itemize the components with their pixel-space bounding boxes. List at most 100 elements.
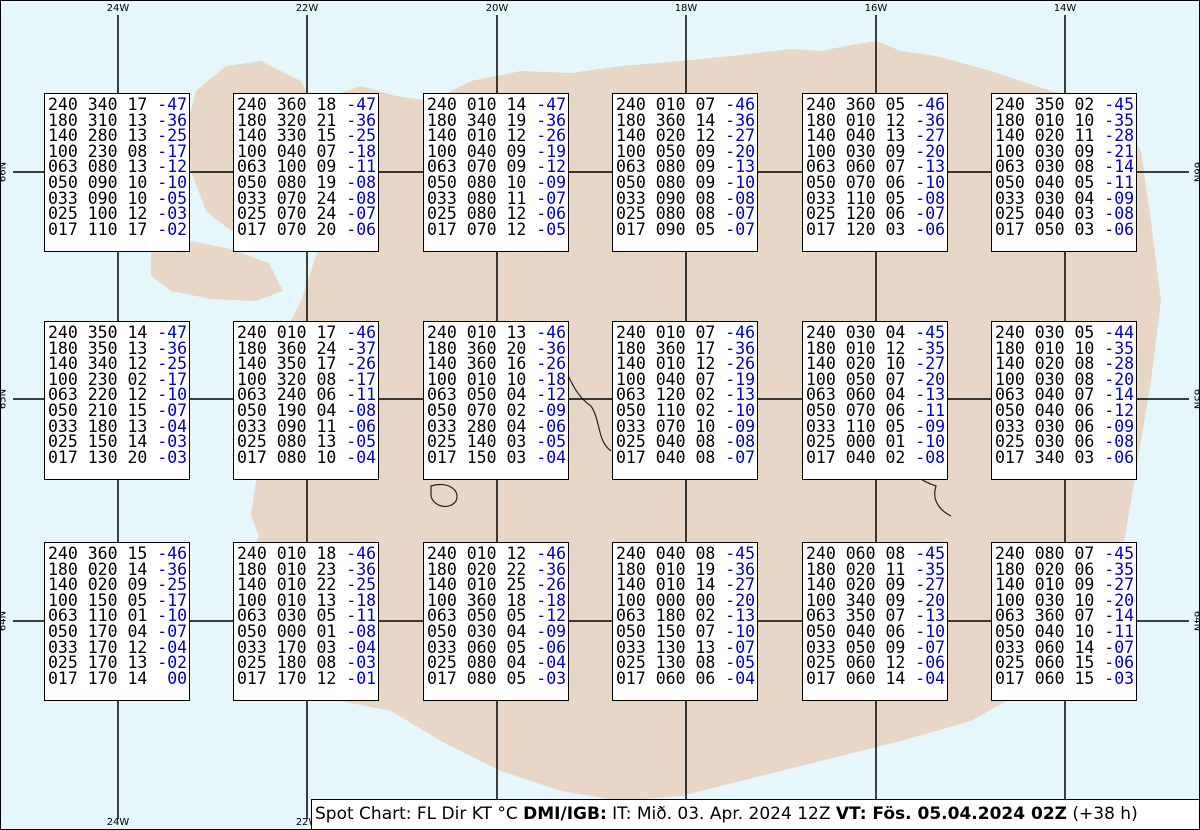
level-dir-speed: 025 100 12 [48, 204, 158, 224]
latitude-label: 64N [1191, 610, 1200, 632]
level-temperature: -09 [725, 416, 756, 436]
level-temperature: -36 [915, 110, 946, 130]
level-row: 050 080 10 -09 [427, 174, 568, 191]
level-row: 017 080 05 -03 [427, 670, 568, 687]
level-row: 017 040 02 -08 [806, 447, 947, 467]
level-temperature: -18 [346, 141, 377, 161]
level-row: 025 080 13 -05 [237, 433, 378, 450]
level-row: 140 040 13 -27 [806, 127, 947, 144]
level-dir-speed: 063 180 02 [616, 606, 726, 626]
level-row: 033 030 04 -09 [995, 190, 1136, 207]
level-row: 180 350 13 -36 [48, 340, 189, 357]
level-temperature: -17 [157, 590, 188, 610]
level-dir-speed: 050 040 06 [806, 621, 916, 641]
level-dir-speed: 050 190 04 [237, 400, 347, 420]
level-temperature: -25 [157, 126, 188, 146]
level-temperature: -26 [536, 354, 567, 374]
level-temperature: -12 [536, 157, 567, 177]
level-row: 025 040 08 -08 [616, 433, 757, 450]
level-dir-speed: 100 360 18 [427, 590, 537, 610]
level-temperature: -09 [536, 621, 567, 641]
level-dir-speed: 180 010 10 [995, 110, 1105, 130]
level-temperature: -17 [157, 141, 188, 161]
level-dir-speed: 240 010 07 [616, 95, 726, 114]
level-dir-speed: 100 230 02 [48, 369, 158, 389]
level-dir-speed: 063 050 05 [427, 606, 537, 626]
level-dir-speed: 240 010 07 [616, 323, 726, 342]
level-row: 025 070 24 -07 [237, 204, 378, 224]
level-temperature: -46 [725, 323, 756, 342]
level-temperature: -44 [1104, 323, 1135, 342]
level-temperature: -07 [346, 204, 377, 224]
level-temperature: -10 [915, 172, 946, 192]
level-row: 025 140 03 -05 [427, 433, 568, 450]
level-dir-speed: 025 060 12 [806, 653, 916, 673]
level-row: 140 350 17 -26 [237, 355, 378, 372]
level-temperature: -04 [346, 447, 377, 467]
level-row: 017 090 05 -07 [616, 219, 757, 239]
level-temperature: -13 [915, 385, 946, 405]
level-row: 063 180 02 -13 [616, 606, 757, 626]
level-row: 140 360 16 -26 [427, 354, 568, 374]
level-dir-speed: 100 000 00 [616, 590, 726, 610]
level-dir-speed: 140 020 08 [995, 354, 1105, 374]
level-row: 033 030 06 -09 [995, 418, 1136, 435]
level-dir-speed: 100 030 09 [995, 141, 1105, 161]
level-dir-speed: 050 070 06 [806, 172, 916, 192]
level-temperature: -08 [915, 447, 946, 467]
level-row: 025 030 06 -08 [995, 433, 1136, 450]
level-row: 180 360 14 -36 [616, 112, 757, 129]
level-temperature: -07 [536, 188, 567, 208]
level-temperature: -10 [915, 432, 946, 452]
level-dir-speed: 140 010 14 [616, 575, 726, 595]
level-row: 033 090 10 -05 [48, 190, 189, 207]
level-row: 025 120 06 -07 [806, 204, 947, 224]
level-temperature: -17 [157, 369, 188, 389]
level-dir-speed: 050 080 19 [237, 172, 347, 192]
level-temperature: -17 [346, 369, 377, 389]
level-temperature: -47 [157, 323, 188, 342]
level-dir-speed: 063 050 04 [427, 385, 537, 405]
level-dir-speed: 140 010 12 [427, 126, 537, 146]
level-dir-speed: 180 010 19 [616, 559, 726, 579]
latitude-label: 66N [1191, 161, 1200, 183]
level-row: 100 320 08 -17 [237, 369, 378, 389]
level-temperature: -07 [725, 219, 756, 239]
level-row: 025 000 01 -10 [806, 432, 947, 452]
level-dir-speed: 240 010 18 [237, 544, 347, 563]
level-row: 240 010 18 -46 [237, 544, 378, 563]
level-dir-speed: 017 070 12 [427, 219, 537, 239]
level-temperature: -26 [536, 126, 567, 146]
level-dir-speed: 033 060 05 [427, 637, 537, 657]
level-temperature: -45 [725, 544, 756, 563]
level-row: 140 020 10 -27 [806, 355, 947, 372]
level-dir-speed: 100 030 10 [995, 590, 1105, 610]
level-temperature: -46 [725, 95, 756, 114]
level-dir-speed: 240 360 18 [237, 95, 347, 114]
level-dir-speed: 180 010 12 [806, 338, 916, 358]
level-temperature: -03 [1104, 668, 1135, 688]
level-row: 063 120 02 -13 [616, 387, 757, 404]
level-temperature: -07 [915, 637, 946, 657]
level-dir-speed: 033 060 14 [995, 637, 1105, 657]
level-temperature: -06 [915, 653, 946, 673]
level-temperature: -04 [157, 416, 188, 436]
level-dir-speed: 100 030 08 [995, 369, 1105, 389]
longitude-label: 16W [864, 3, 888, 14]
level-row: 017 070 12 -05 [427, 219, 568, 239]
level-row: 100 050 09 -20 [616, 143, 757, 160]
level-row: 025 040 03 -08 [995, 205, 1136, 222]
level-row: 240 360 05 -46 [806, 96, 947, 113]
level-dir-speed: 017 060 15 [995, 668, 1105, 688]
footer-legend: Spot Chart: FL Dir KT °C [315, 804, 524, 824]
level-temperature: -07 [915, 204, 946, 224]
longitude-label: 22W [295, 3, 319, 14]
level-temperature: -46 [536, 544, 567, 563]
level-dir-speed: 050 150 07 [616, 621, 726, 641]
